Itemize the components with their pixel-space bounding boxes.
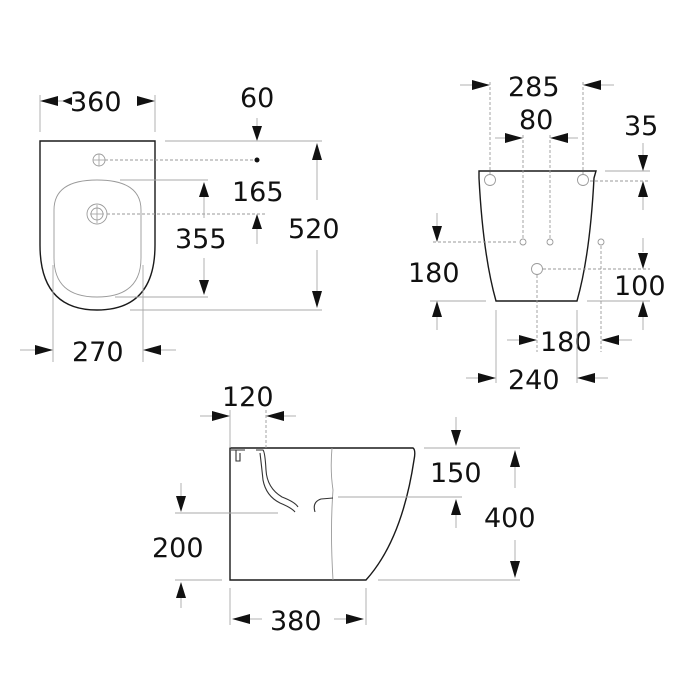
tap-fitting-icon: [231, 449, 245, 462]
section-line: [330, 447, 334, 581]
top-view-outline: [39, 140, 156, 311]
dim-tap-offset-side: 120: [222, 382, 274, 413]
dim-fixing-from-top: 35: [624, 111, 658, 142]
top-view: 360 60 165 355 520 270: [20, 83, 340, 368]
drain-hole-icon: [531, 263, 543, 275]
dim-drain-height-side: 200: [152, 533, 204, 564]
dim-inlet-height: 180: [408, 258, 460, 289]
dim-bowl-depth: 355: [175, 224, 227, 255]
dim-drain-spacing: 180: [540, 327, 592, 358]
dim-fixing-spacing: 285: [508, 72, 560, 103]
dim-tap-to-drain: 165: [232, 177, 284, 208]
side-view-outline: [229, 447, 416, 581]
inlet-right-icon: [546, 238, 554, 246]
side-view: 120 150 400 200 380: [152, 382, 536, 637]
dim-drain-from-top: 150: [430, 458, 482, 489]
fixing-hole-left-icon: [484, 174, 496, 186]
dim-top-width: 360: [70, 87, 122, 118]
dim-inlet-spacing: 80: [519, 105, 553, 136]
tap-position-dot: [254, 157, 260, 163]
waste-pipe-icon: [256, 449, 299, 513]
inlet-side-icon: [597, 238, 605, 246]
dim-base-width: 240: [508, 365, 560, 396]
bowl-outline: [53, 179, 142, 298]
back-view: 285 80 35 180 100: [408, 72, 666, 396]
fixing-hole-right-icon: [577, 174, 589, 186]
dim-total-height: 400: [484, 503, 536, 534]
dim-total-depth: 520: [288, 214, 340, 245]
dim-base-length: 380: [270, 606, 322, 637]
back-view-outline: [478, 170, 597, 302]
dim-drain-height: 100: [614, 271, 666, 302]
inlet-left-icon: [519, 238, 527, 246]
dim-bottom-width: 270: [72, 337, 124, 368]
dim-tap-offset: 60: [240, 83, 274, 114]
